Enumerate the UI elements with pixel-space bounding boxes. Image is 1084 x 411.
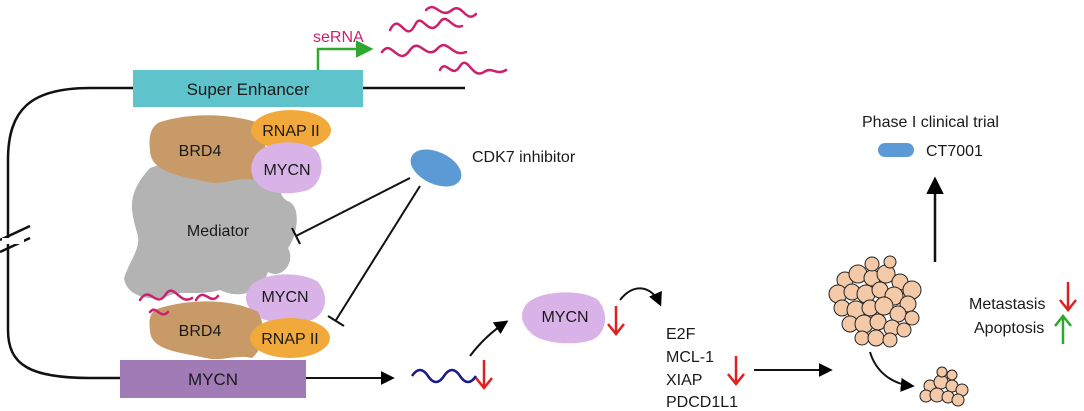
rna-strand-icon (380, 44, 468, 58)
mycn-mid-label: MYCN (261, 289, 308, 306)
mediator-shape (124, 154, 297, 299)
rnap-bottom-label: RNAP II (261, 331, 319, 348)
cells-shrink-arrow (869, 351, 915, 392)
rna-strand-icon (138, 289, 194, 302)
protein-to-targets-arrow (619, 287, 662, 307)
mycn-top-label: MYCN (263, 162, 310, 179)
super-enhancer-box (133, 70, 363, 107)
rnap-bottom-shape (250, 318, 330, 358)
mycn-top-shape (251, 142, 322, 194)
up-arrow-icon (1054, 313, 1072, 344)
brd4-bottom-shape (149, 301, 264, 360)
down-arrow-icon (607, 306, 625, 337)
mycn-gene-box (120, 360, 306, 398)
target-gene-pdcd1l1: PDCD1L1 (666, 394, 738, 411)
serna-bound (138, 289, 220, 316)
cell-cluster-icon (828, 255, 922, 348)
mycn-mid-shape (245, 274, 326, 324)
mycn-protein-label: MYCN (541, 309, 588, 326)
mediator-label: Mediator (187, 223, 250, 240)
serna-strands (380, 5, 508, 75)
cdk7-inhibitor-icon (410, 149, 462, 187)
dna-loop (6, 86, 465, 380)
mrna-to-protein-arrow (469, 320, 509, 357)
metastasis-label: Metastasis (969, 296, 1045, 313)
dna-break-mark (0, 224, 31, 254)
ct7001-drug-icon (878, 143, 914, 157)
mycn-protein-shape (522, 292, 606, 344)
rna-strand-icon (438, 61, 508, 75)
down-arrow-icon (1059, 282, 1077, 313)
mrna-strand-icon (410, 368, 478, 384)
target-genes-list: E2F MCL-1 XIAP PDCD1L1 (666, 326, 738, 411)
phase-trial-label: Phase I clinical trial (862, 114, 999, 131)
rna-strand-icon (424, 5, 478, 18)
down-arrow-icon (727, 356, 745, 387)
rnap-top-label: RNAP II (262, 123, 320, 140)
brd4-top-label: BRD4 (179, 143, 222, 160)
rna-strand-icon (194, 293, 220, 302)
serna-label: seRNA (313, 29, 364, 46)
ct7001-label: CT7001 (926, 143, 983, 160)
apoptosis-label: Apoptosis (974, 320, 1044, 337)
target-gene-e2f: E2F (666, 326, 696, 343)
cell-cluster-icon (919, 366, 969, 407)
brd4-bottom-label: BRD4 (179, 323, 222, 340)
cdk7-inhibitor-label: CDK7 inhibitor (472, 149, 576, 166)
rna-strand-icon (148, 308, 170, 316)
tss-arrow-icon (316, 40, 374, 70)
rnap-top-shape (251, 110, 331, 150)
brd4-top-shape (149, 115, 266, 183)
super-enhancer-label: Super Enhancer (187, 80, 310, 99)
rna-strand-icon (388, 17, 464, 33)
inhibition-bar-icon (291, 177, 421, 327)
target-gene-mcl1: MCL-1 (666, 349, 714, 366)
down-arrow-icon (475, 360, 493, 391)
target-gene-xiap: XIAP (666, 372, 702, 389)
mycn-gene-label: MYCN (188, 370, 238, 389)
